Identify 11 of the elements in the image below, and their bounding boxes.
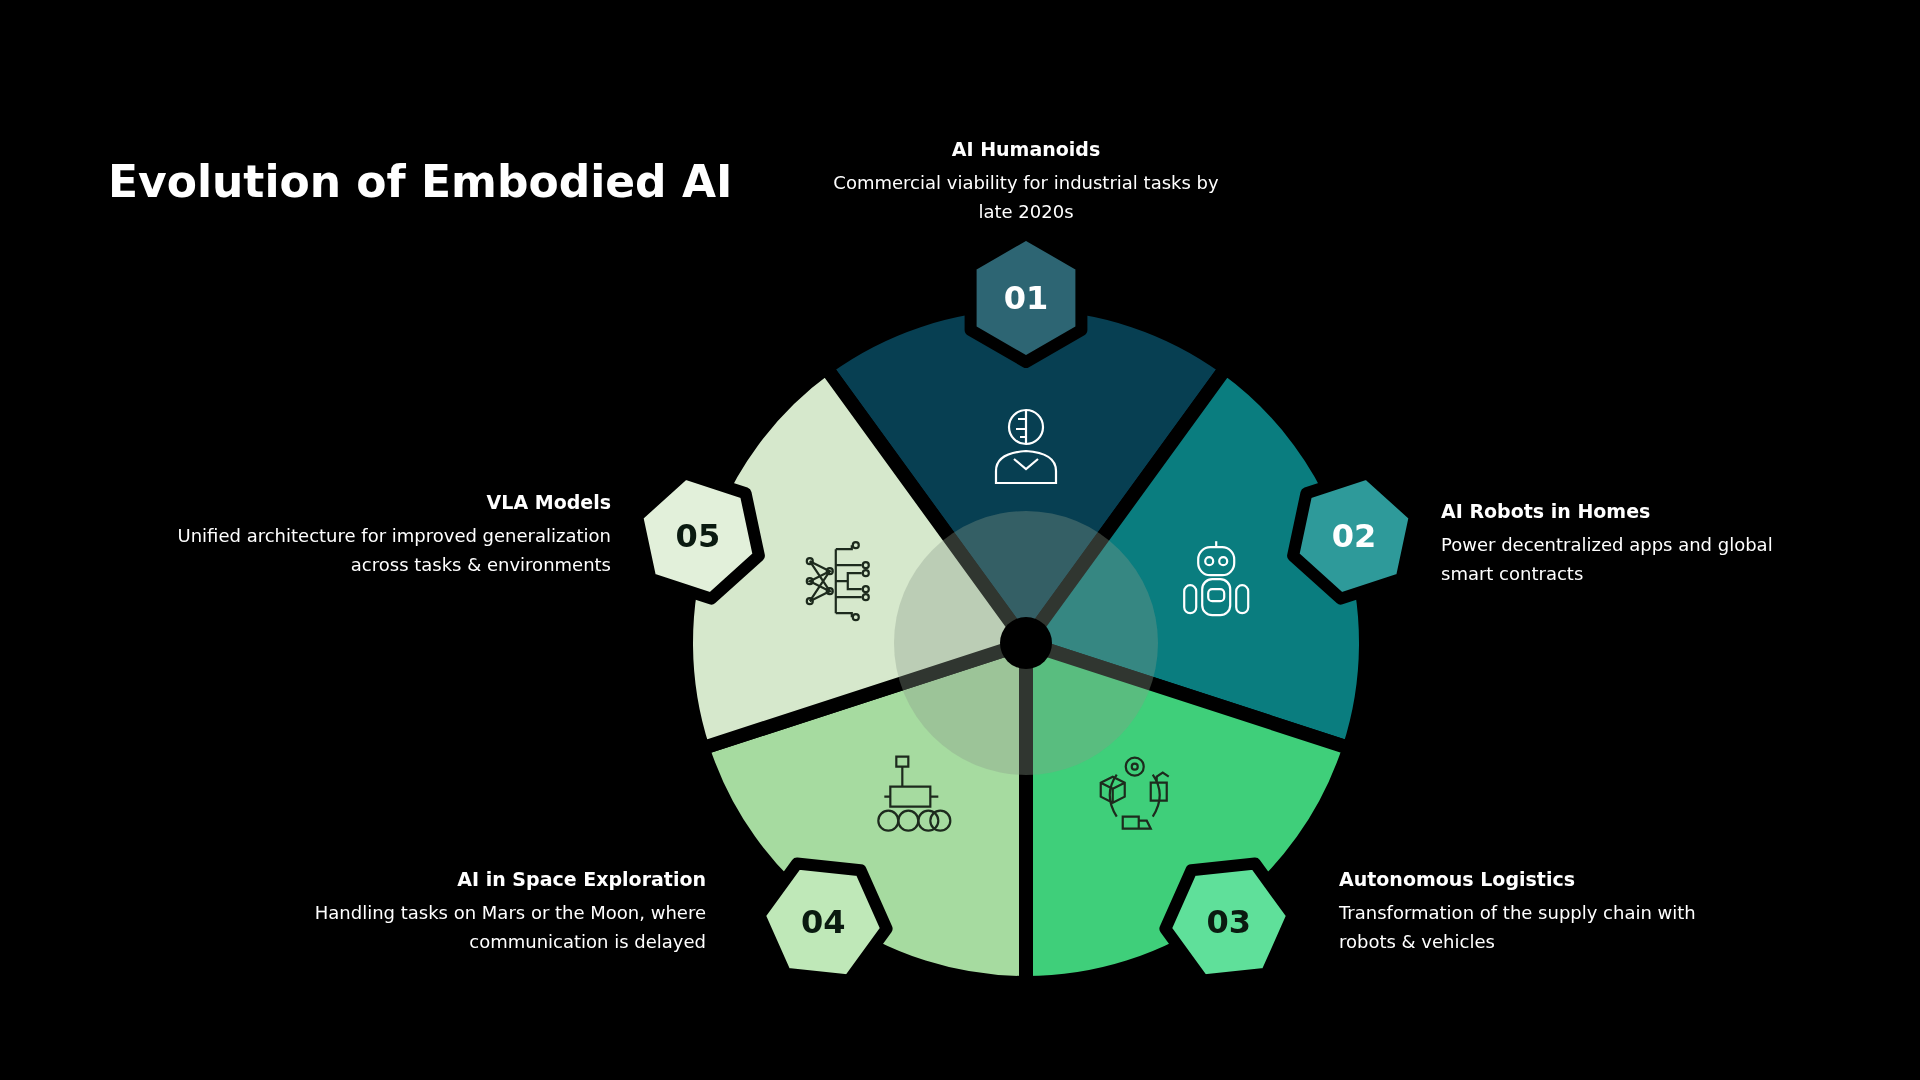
item-description: Power decentralized apps and global smart contracts [1441,533,1774,586]
item-description: Handling tasks on Mars or the Moon, where communication is delayed [313,901,706,954]
item-description: Transformation of the supply chain with robots & vehicles [1339,901,1697,954]
item-heading: AI in Space Exploration [456,868,706,890]
item-heading: AI Humanoids [950,138,1102,160]
diagram-title: Evolution of Embodied AI [108,156,733,207]
item-heading: AI Robots in Homes [1441,500,1652,522]
item-description: Unified architecture for improved generalization across tasks & environments [176,524,611,577]
item-description: Commercial viability for industrial tasks by late 2020s [832,171,1220,224]
item-heading: VLA Models [485,491,611,513]
item-heading: Autonomous Logistics [1339,868,1576,890]
